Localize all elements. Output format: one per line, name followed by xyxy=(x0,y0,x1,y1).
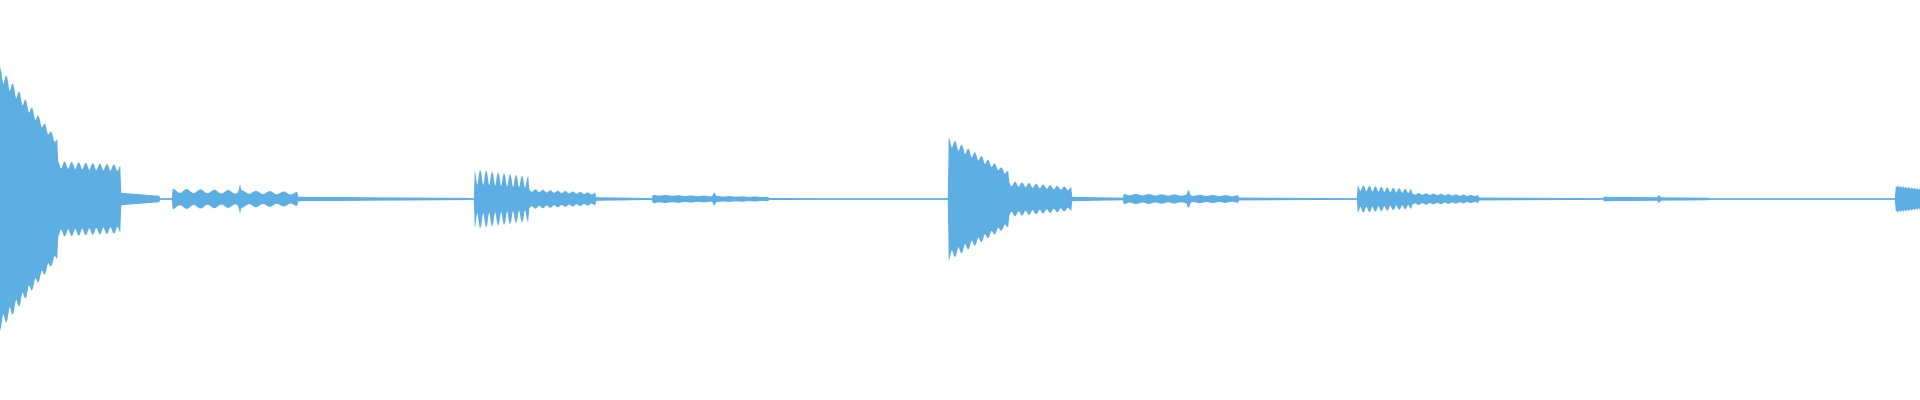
waveform-envelope xyxy=(0,67,1920,331)
